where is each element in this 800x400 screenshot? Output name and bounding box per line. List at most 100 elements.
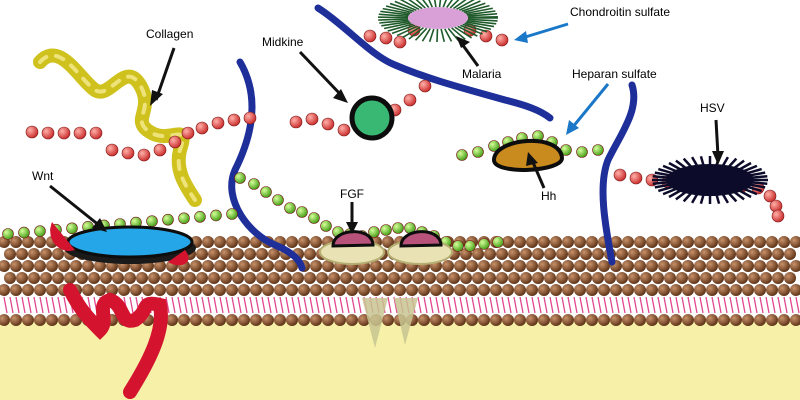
label-hh: Hh	[541, 189, 556, 203]
membrane-bead	[544, 272, 556, 284]
membrane-bead	[232, 248, 244, 260]
membrane-bead	[382, 260, 394, 272]
membrane-bead	[604, 272, 616, 284]
membrane-bead	[640, 272, 652, 284]
membrane-bead	[532, 248, 544, 260]
membrane-bead	[538, 284, 550, 296]
wnt-molecule	[66, 225, 194, 259]
membrane-bead	[502, 314, 514, 326]
membrane-bead	[538, 236, 550, 248]
green-sugar-bead	[272, 194, 284, 206]
lipid-tail	[621, 296, 626, 314]
fgf-molecule	[399, 230, 443, 248]
lipid-tail	[783, 296, 788, 314]
membrane-bead	[442, 314, 454, 326]
membrane-bead	[562, 260, 574, 272]
membrane-bead	[208, 272, 220, 284]
arrow-midkine	[298, 50, 344, 98]
lipid-tail	[759, 296, 764, 314]
membrane-bead	[586, 236, 598, 248]
lipid-tail	[765, 296, 770, 314]
malaria-spike	[463, 4, 490, 14]
malaria-spike	[440, 28, 446, 43]
green-sugar-bead	[66, 222, 78, 235]
membrane-bead	[22, 260, 34, 272]
malaria-spike	[447, 27, 460, 42]
lipid-tail	[579, 296, 584, 314]
red-sugar-bead	[73, 126, 87, 140]
membrane-bead	[196, 272, 208, 284]
membrane-bead	[466, 260, 478, 272]
membrane-bead	[226, 236, 238, 248]
lipid-tail	[15, 296, 20, 314]
membrane-bead	[310, 284, 322, 296]
lipid-tail	[423, 296, 428, 314]
lipid-tail	[183, 296, 188, 314]
green-sugar-bead	[226, 208, 238, 220]
membrane-bead	[310, 260, 322, 272]
malaria-spike	[421, 28, 431, 42]
membrane-bead	[124, 272, 136, 284]
arrow-heparan	[570, 83, 610, 129]
membrane-bead	[766, 236, 778, 248]
green-sugar-bead	[2, 228, 14, 240]
membrane-bead	[184, 272, 196, 284]
membrane-bead	[232, 272, 244, 284]
membrane-bead	[424, 272, 436, 284]
lipid-tail	[273, 296, 278, 314]
membrane-bead	[10, 314, 22, 326]
membrane-bead	[256, 248, 268, 260]
lipid-tail	[537, 296, 542, 314]
green-sugar-bead	[464, 240, 476, 252]
membrane-bead	[496, 248, 508, 260]
membrane-bead	[166, 284, 178, 296]
membrane-bead	[382, 284, 394, 296]
membrane-bead	[58, 314, 70, 326]
membrane-bead	[154, 260, 166, 272]
membrane-bead	[592, 248, 604, 260]
red-sugar-bead	[403, 93, 417, 107]
malaria-spike	[408, 26, 424, 40]
lipid-tail	[675, 296, 680, 314]
membrane-bead	[568, 248, 580, 260]
membrane-bead	[700, 248, 712, 260]
membrane-bead	[268, 248, 280, 260]
green-sugar-bead	[576, 146, 588, 158]
fgf-molecule	[331, 230, 375, 248]
membrane-bead	[754, 314, 766, 326]
membrane-bead	[388, 272, 400, 284]
membrane-bead	[298, 236, 310, 248]
fgf-receptor-spike	[394, 298, 418, 345]
red-sugar-bead	[211, 116, 225, 130]
lipid-tail	[525, 296, 530, 314]
membrane-bead	[694, 314, 706, 326]
membrane-bead	[28, 248, 40, 260]
membrane-bead	[58, 260, 70, 272]
membrane-bead	[688, 248, 700, 260]
membrane-bead	[778, 236, 790, 248]
red-sugar-bead	[153, 143, 167, 157]
membrane-bead	[298, 314, 310, 326]
membrane-bead	[94, 284, 106, 296]
membrane-bead	[322, 314, 334, 326]
lipid-tail	[249, 296, 254, 314]
membrane-bead	[784, 272, 796, 284]
membrane-bead	[676, 248, 688, 260]
lipid-tail	[555, 296, 560, 314]
lipid-tail	[321, 296, 326, 314]
lipid-tail	[645, 296, 650, 314]
green-sugar-bead	[488, 140, 500, 152]
malaria-spike	[382, 7, 411, 15]
membrane-bead	[190, 284, 202, 296]
green-sugar-bead	[368, 226, 380, 238]
malaria-spike	[467, 13, 498, 17]
membrane-bead	[574, 236, 586, 248]
membrane-bead	[442, 284, 454, 296]
lipid-tail	[3, 296, 8, 314]
membrane-bead	[406, 284, 418, 296]
label-midkine: Midkine	[262, 35, 304, 49]
membrane-bead	[202, 284, 214, 296]
red-sugar-bead	[629, 171, 643, 185]
lipid-tail	[63, 296, 68, 314]
lipid-tail	[231, 296, 236, 314]
